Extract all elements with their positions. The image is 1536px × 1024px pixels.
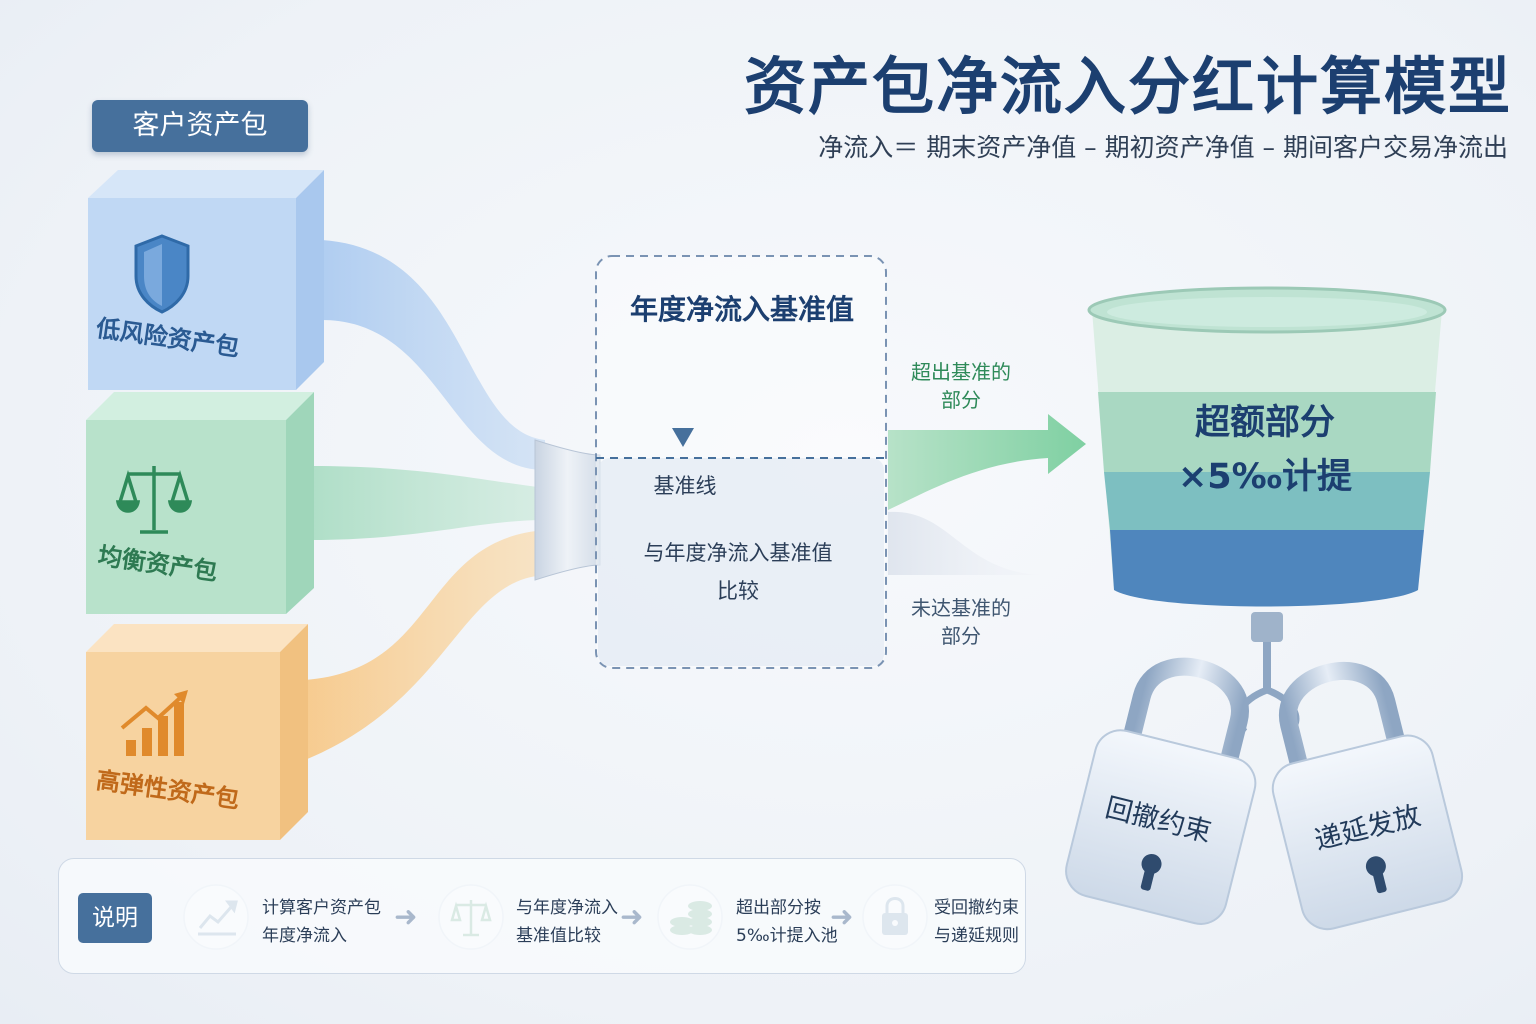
lock-deferral — [1271, 662, 1464, 931]
below-flow — [888, 511, 1040, 575]
bonus-pool-label: 超额部分 ×5‰计提 — [1177, 403, 1353, 497]
flow-ribbon-high-elastic — [305, 530, 545, 760]
shield-icon — [134, 234, 190, 314]
flow-ribbon-balanced — [312, 466, 545, 540]
exceed-arrow — [888, 414, 1086, 510]
legend-arrow-icon: ➜ — [620, 900, 644, 933]
benchmark-line-label: 基准线 — [653, 474, 717, 498]
legend-step-2: 与年度净流入 基准值比较 — [516, 898, 618, 946]
net-inflow-formula: 净流入＝ 期末资产净值 – 期初资产净值 – 期间客户交易净流出 — [818, 133, 1508, 162]
merge-nozzle — [534, 439, 601, 581]
pool-outlet-pipe — [1251, 612, 1283, 642]
growth-chart-icon — [120, 690, 188, 756]
below-label: 未达基准的 部分 — [911, 596, 1011, 648]
exceed-label: 超出基准的 部分 — [911, 360, 1011, 412]
legend-arrow-icon: ➜ — [830, 900, 854, 933]
flow-ribbon-low-risk — [322, 240, 545, 470]
legend-arrow-icon: ➜ — [394, 900, 418, 933]
benchmark-lower-area — [598, 458, 884, 666]
legend-step-4: 受回撤约束 与递延规则 — [934, 898, 1019, 946]
legend-badge: 说明 — [78, 893, 152, 943]
lock-drawdown — [1065, 657, 1257, 925]
cube-balanced — [86, 392, 314, 614]
legend-step-1: 计算客户资产包 年度净流入 — [262, 898, 381, 946]
benchmark-title: 年度净流入基准值 — [629, 293, 854, 326]
legend-panel — [58, 858, 1026, 974]
legend-step-3: 超出部分按 5‰计提入池 — [736, 898, 838, 946]
cube-high-elastic — [86, 624, 308, 840]
page-title: 资产包净流入分红计算模型 — [743, 50, 1512, 123]
benchmark-marker — [672, 428, 694, 447]
balance-scale-icon — [115, 466, 193, 534]
customer-package-group-badge: 客户资产包 — [92, 100, 308, 152]
cube-low-risk — [88, 170, 324, 390]
benchmark-compare-text: 与年度净流入基准值 比较 — [643, 541, 833, 603]
bonus-pool-bucket — [1087, 286, 1447, 607]
